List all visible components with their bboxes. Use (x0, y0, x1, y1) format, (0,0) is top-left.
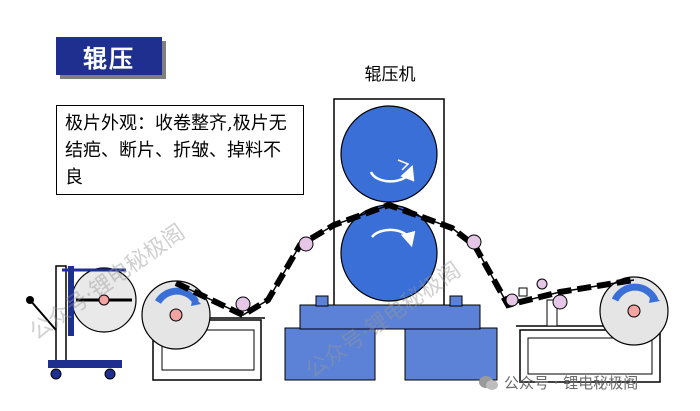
machine-label: 辊压机 (364, 65, 416, 85)
reel-trolley (26, 265, 126, 380)
guide-rollers (235, 234, 568, 312)
quality-note: 极片外观：收卷整齐,极片无结疤、断片、折皱、掉料不良 (56, 105, 304, 195)
credit: 公众号 · 锂电秘极阁 (478, 372, 638, 393)
wechat-icon (479, 375, 498, 390)
upper-press-roller (340, 105, 438, 203)
rotation-arrow-icon (369, 164, 415, 183)
rewind-reel (599, 276, 669, 346)
press-base (284, 295, 498, 381)
section-title: 辊压 (56, 37, 162, 75)
rotation-arrow-icon (370, 228, 416, 248)
unwind-reel (141, 280, 211, 350)
spare-reel (71, 267, 137, 333)
credit-text: 公众号 · 锂电秘极阁 (504, 374, 639, 392)
